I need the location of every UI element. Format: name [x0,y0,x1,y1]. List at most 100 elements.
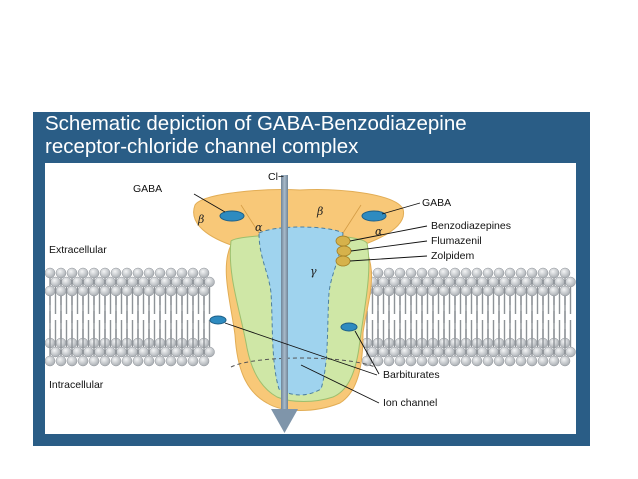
lipid-head [488,346,499,358]
receptor-diagram-svg: Cl− GABA GABA Benzodiazepines Flumazenil… [45,171,576,433]
lipid-head [455,346,466,358]
lipid-head [411,346,422,358]
leader-lines [193,193,428,404]
flumazenil-site [336,245,352,257]
lipid-head [515,267,527,279]
leader-barbiturates-left [224,322,378,376]
lipid-head [160,276,171,288]
lipid-head [383,267,395,279]
lipid-head [77,267,89,279]
lipid-head [405,355,417,367]
lipid-head [187,355,199,367]
lipid-head [143,285,155,297]
lipid-head [88,267,100,279]
lipid-head [499,346,510,358]
lipid-head [204,276,215,288]
lipid-head [405,285,417,297]
label-intracellular: Intracellular [49,379,104,391]
lipid-head [543,276,554,288]
label-zolpidem: Zolpidem [431,250,474,262]
lipid-head [471,355,483,367]
slide-title-line-1: Schematic depiction of GABA-Benzodiazepi… [45,112,467,135]
lipid-head [383,285,395,297]
lipid-head [383,355,395,367]
lipid-head [394,285,406,297]
lipid-head [466,346,477,358]
lipid-head [127,346,138,358]
chloride-flow-arrow-shaft [281,175,288,411]
lipid-head [400,346,411,358]
lipid-head [416,267,428,279]
lipid-head [121,355,133,367]
lipid-head [55,355,67,367]
lipid-head [493,355,505,367]
lipid-head [449,285,461,297]
lipid-head [543,346,554,358]
lipid-head [105,346,116,358]
lipid-head [389,276,400,288]
receptor-channel-pore [258,226,344,396]
lipid-head [154,355,166,367]
lipid-head [493,267,505,279]
lipid-head [466,276,477,288]
lipid-head [66,285,78,297]
label-barbiturates: Barbiturates [383,369,440,381]
lipid-head [193,346,204,358]
lipid-head [482,285,494,297]
lipid-head [55,285,67,297]
lipid-head [88,285,100,297]
lipid-head [559,355,571,367]
lipid-head [427,285,439,297]
lipid-head [198,355,210,367]
lipid-head [132,267,144,279]
lipid-head [537,267,549,279]
lipid-head [198,285,210,297]
barbiturate-site-left [209,315,227,325]
lipid-head [427,267,439,279]
lipid-head [515,285,527,297]
lipid-head [526,267,538,279]
subunit-alpha-left: α [255,221,263,234]
lipid-head [127,276,138,288]
lipid-head [537,355,549,367]
lipid-head [449,267,461,279]
lipid-head [400,276,411,288]
lipid-head [193,276,204,288]
lipid-head [50,276,61,288]
lipid-head [499,276,510,288]
lipid-head [521,346,532,358]
lipid-head [171,276,182,288]
membrane-right [361,267,576,367]
lipid-head [176,285,188,297]
lipid-head [565,346,576,358]
lipid-head [548,285,560,297]
lipid-head [61,346,72,358]
lipid-head [121,285,133,297]
lipid-head [94,346,105,358]
lipid-head [427,355,439,367]
lipid-head [559,285,571,297]
lipid-head [116,276,127,288]
lipid-head [45,267,56,279]
leader-gaba-left [193,193,226,213]
leader-benzodiazepines [349,225,428,242]
slide-title-line-2: receptor-chloride channel complex [45,135,359,158]
lipid-head [187,267,199,279]
label-gaba-right: GABA [422,197,451,209]
lipid-head [83,346,94,358]
lipid-head [110,355,122,367]
lipid-head [559,267,571,279]
leader-ion-channel [300,364,380,404]
label-flumazenil: Flumazenil [431,235,482,247]
lipid-head [77,285,89,297]
receptor-complex [193,189,405,411]
lipid-head [504,355,516,367]
lipid-head [110,267,122,279]
gaba-binding-site-right [361,210,387,222]
lipid-head [165,267,177,279]
lipid-head [526,285,538,297]
lipid-head [143,267,155,279]
lipid-head [99,285,111,297]
lipid-head [138,346,149,358]
lipid-head [372,285,384,297]
